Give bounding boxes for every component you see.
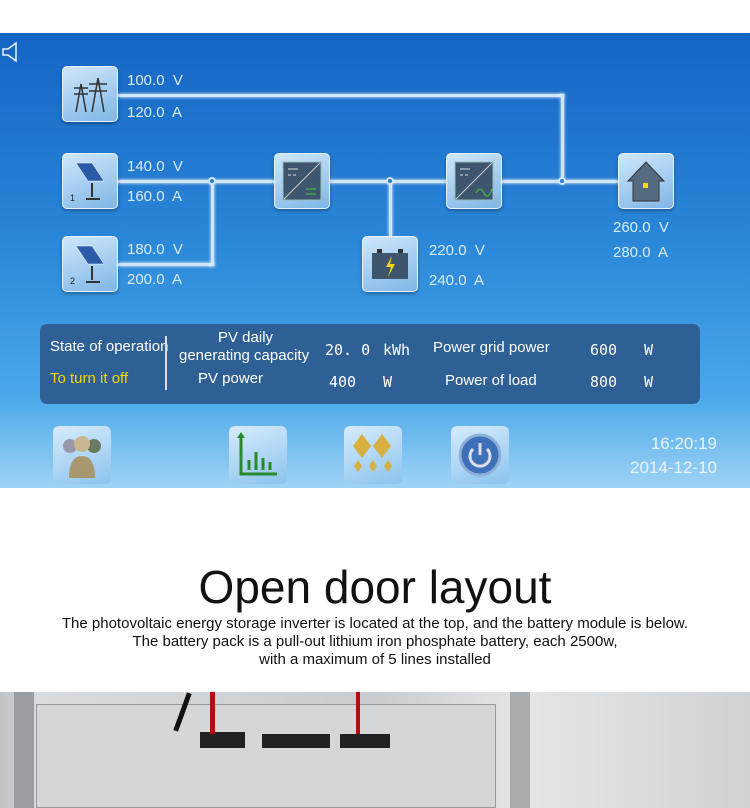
terminal-block xyxy=(200,732,245,748)
pv-power-label: PV power xyxy=(198,370,264,387)
grid-voltage: 100.0 V xyxy=(127,72,183,89)
svg-text:2: 2 xyxy=(70,276,75,286)
grid-power-unit: W xyxy=(644,341,654,359)
load-voltage: 260.0 V xyxy=(613,219,669,236)
pv1-voltage: 140.0 V xyxy=(127,158,183,175)
status-panel: State of operation To turn it off PV dai… xyxy=(40,324,700,404)
clock-time: 16:20:19 xyxy=(650,434,717,453)
description-line: with a maximum of 5 lines installed xyxy=(259,651,491,668)
load-power-label: Power of load xyxy=(445,372,537,389)
svg-text:1: 1 xyxy=(70,193,75,203)
pv-daily-unit: kWh xyxy=(383,341,411,359)
pv-daily-value: 20. 0 xyxy=(325,341,371,359)
junction-node xyxy=(558,177,566,185)
settings-diamonds-icon xyxy=(353,434,392,472)
terminal-block xyxy=(262,734,330,748)
grid-tower-icon[interactable] xyxy=(62,66,118,122)
cabinet-door xyxy=(510,692,530,808)
cabinet-frame xyxy=(14,692,34,808)
cable xyxy=(210,692,215,734)
battery-current: 240.0 A xyxy=(429,272,485,289)
state-label: State of operation xyxy=(50,338,169,355)
clock-date: 2014-12-10 xyxy=(630,458,717,477)
battery-icon[interactable] xyxy=(362,236,418,292)
cabinet-photo xyxy=(0,692,750,808)
cable xyxy=(356,692,360,734)
users-icon xyxy=(63,436,101,478)
statistics-button[interactable] xyxy=(229,426,287,484)
junction-node xyxy=(208,177,216,185)
power-button[interactable] xyxy=(451,426,509,484)
bar-chart-icon xyxy=(237,432,277,476)
grid-current: 120.0 A xyxy=(127,104,183,121)
users-button[interactable] xyxy=(53,426,111,484)
turn-off-button[interactable]: To turn it off xyxy=(50,370,129,387)
divider xyxy=(165,336,167,390)
grid-power-label: Power grid power xyxy=(433,339,550,356)
pv-daily-label-1: PV daily xyxy=(218,329,274,346)
pv2-riser-line xyxy=(211,180,214,266)
pv1-solar-panel-icon[interactable]: 1 xyxy=(62,153,118,209)
pv1-current: 160.0 A xyxy=(127,188,183,205)
section-title: Open door layout xyxy=(198,561,552,613)
grid-power-value: 600 xyxy=(590,341,618,359)
inverter-display: 100.0 V 120.0 A 1 140.0 V 160.0 A 2 180.… xyxy=(0,33,750,488)
pv2-voltage: 180.0 V xyxy=(127,241,183,258)
dc-converter-icon[interactable] xyxy=(274,153,330,209)
pv-daily-label-2: generating capacity xyxy=(179,347,310,364)
pv2-line xyxy=(118,263,214,266)
speaker-icon[interactable] xyxy=(2,41,22,63)
grid-drop-line xyxy=(561,94,564,183)
description-line: The battery pack is a pull-out lithium i… xyxy=(132,633,618,650)
pv-power-unit: W xyxy=(383,373,393,391)
description-line: The photovoltaic energy storage inverter… xyxy=(61,615,689,632)
terminal-block xyxy=(340,734,390,748)
section-description: The photovoltaic energy storage inverter… xyxy=(0,615,750,669)
settings-button[interactable] xyxy=(344,426,402,484)
grid-line xyxy=(118,94,564,97)
power-icon xyxy=(458,433,502,477)
house-load-icon[interactable] xyxy=(618,153,674,209)
load-current: 280.0 A xyxy=(613,244,669,261)
main-bus-line xyxy=(118,180,618,183)
battery-line xyxy=(389,180,392,236)
inverter-icon[interactable] xyxy=(446,153,502,209)
pv-power-value: 400 xyxy=(329,373,357,391)
pv2-current: 200.0 A xyxy=(127,271,183,288)
junction-node xyxy=(386,177,394,185)
load-power-value: 800 xyxy=(590,373,618,391)
inverter-panel xyxy=(36,704,496,808)
load-power-unit: W xyxy=(644,373,654,391)
pv2-solar-panel-icon[interactable]: 2 xyxy=(62,236,118,292)
battery-voltage: 220.0 V xyxy=(429,242,485,259)
